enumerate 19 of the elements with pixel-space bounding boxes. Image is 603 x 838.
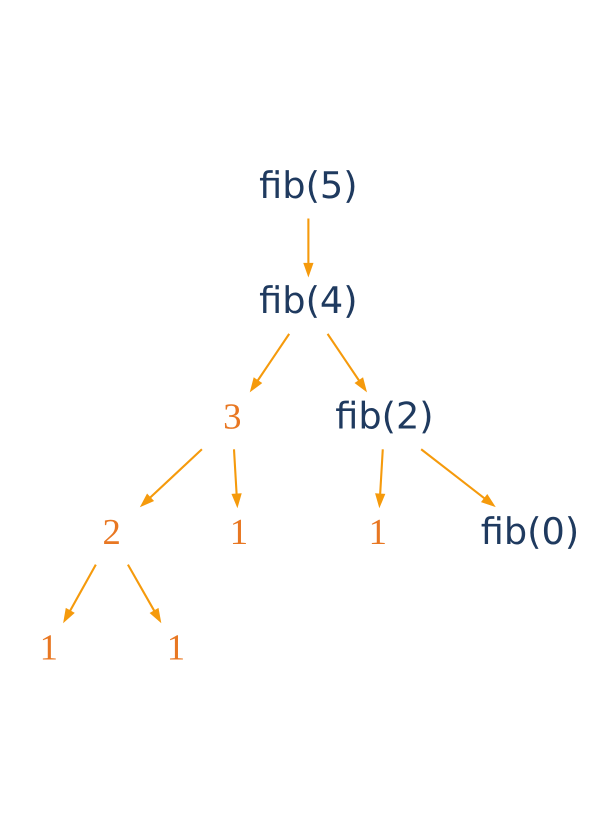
arrow (303, 218, 314, 278)
node-text: fib(0) (480, 509, 580, 552)
node-text: 1 (368, 510, 388, 552)
arrow (326, 332, 368, 392)
node-text: 1 (40, 626, 58, 667)
arrow (250, 332, 290, 392)
arrow (127, 564, 162, 623)
node-text: 3 (223, 395, 242, 436)
node-text: fib(4) (259, 278, 358, 322)
arrow (63, 564, 97, 623)
node-text: fib(5) (259, 163, 358, 206)
node-text: 1 (166, 626, 186, 667)
arrow (375, 448, 386, 508)
arrow (231, 448, 242, 508)
node-text: 1 (230, 510, 248, 552)
node-text: 2 (102, 510, 121, 552)
arrow (420, 448, 496, 507)
arrow (140, 448, 203, 507)
node-text: fib(2) (335, 394, 434, 438)
